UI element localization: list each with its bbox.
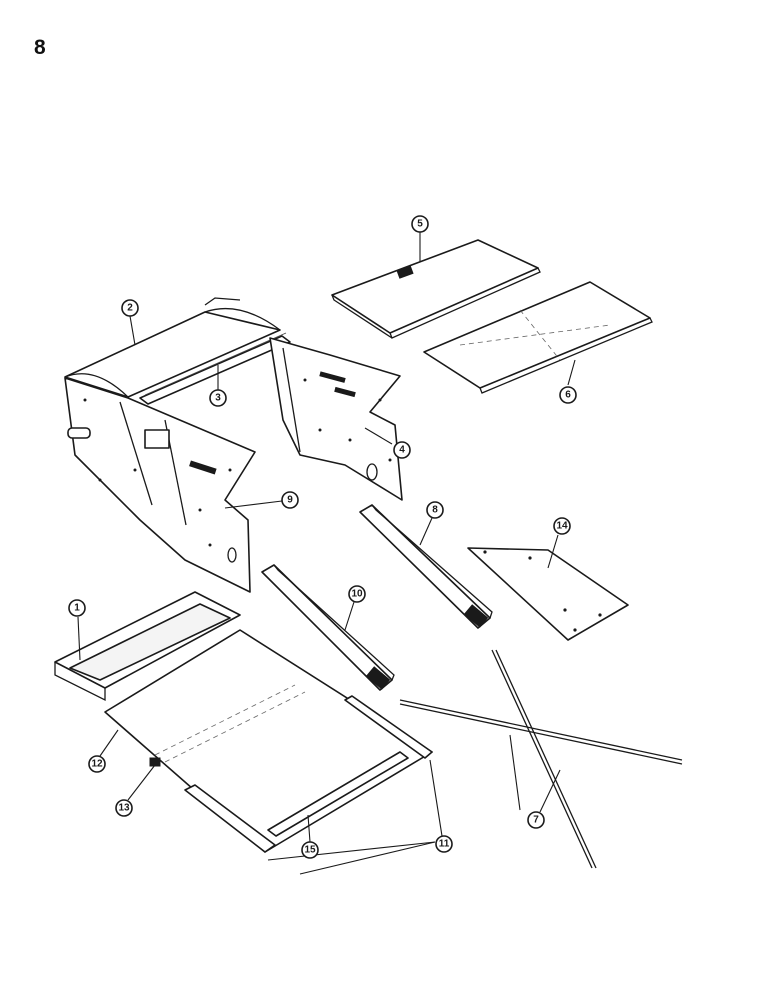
callout-3: 3 bbox=[209, 389, 227, 407]
svg-text:4: 4 bbox=[399, 445, 405, 456]
part-7-rods bbox=[399, 649, 683, 869]
svg-text:10: 10 bbox=[351, 589, 363, 600]
part-1-frame bbox=[54, 591, 241, 702]
svg-text:14: 14 bbox=[556, 521, 568, 532]
leader-lines bbox=[77, 232, 576, 875]
page-number: 8 bbox=[34, 36, 46, 59]
part-4-side-wall bbox=[269, 337, 403, 501]
callout-11: 11 bbox=[435, 835, 453, 853]
part-8-support bbox=[359, 504, 493, 629]
part-5-panel bbox=[331, 239, 541, 339]
svg-text:9: 9 bbox=[287, 495, 293, 506]
callout-13: 13 bbox=[115, 799, 133, 817]
svg-text:6: 6 bbox=[565, 390, 571, 401]
callout-2: 2 bbox=[121, 299, 139, 317]
callout-9: 9 bbox=[281, 491, 299, 509]
svg-text:12: 12 bbox=[91, 759, 103, 770]
svg-text:11: 11 bbox=[439, 839, 450, 850]
svg-text:1: 1 bbox=[74, 603, 80, 614]
part-10-support bbox=[261, 564, 395, 691]
part-9-side-wall bbox=[64, 377, 256, 593]
part-12-floor-plate bbox=[104, 629, 433, 853]
svg-text:3: 3 bbox=[215, 393, 221, 404]
svg-text:7: 7 bbox=[533, 815, 539, 826]
part-14-plate bbox=[467, 547, 629, 641]
callout-12: 12 bbox=[88, 755, 106, 773]
svg-text:8: 8 bbox=[432, 505, 438, 516]
part-2-top-cover bbox=[64, 297, 281, 398]
part-3-cross-channel bbox=[139, 332, 291, 405]
part-15-rail bbox=[267, 751, 409, 837]
callout-15: 15 bbox=[301, 841, 319, 859]
svg-text:15: 15 bbox=[304, 845, 316, 856]
part-13-bracket bbox=[149, 757, 161, 767]
part-6-panel bbox=[423, 281, 653, 394]
svg-text:2: 2 bbox=[127, 303, 133, 314]
callout-10: 10 bbox=[348, 585, 366, 603]
svg-text:13: 13 bbox=[118, 803, 130, 814]
callout-6: 6 bbox=[559, 386, 577, 404]
callout-1: 1 bbox=[68, 599, 86, 617]
callout-7: 7 bbox=[527, 811, 545, 829]
svg-text:5: 5 bbox=[417, 219, 423, 230]
part-11-rails bbox=[184, 695, 433, 853]
callout-8: 8 bbox=[426, 501, 444, 519]
callout-5: 5 bbox=[411, 215, 429, 233]
callout-14: 14 bbox=[553, 517, 571, 535]
callout-4: 4 bbox=[393, 441, 411, 459]
